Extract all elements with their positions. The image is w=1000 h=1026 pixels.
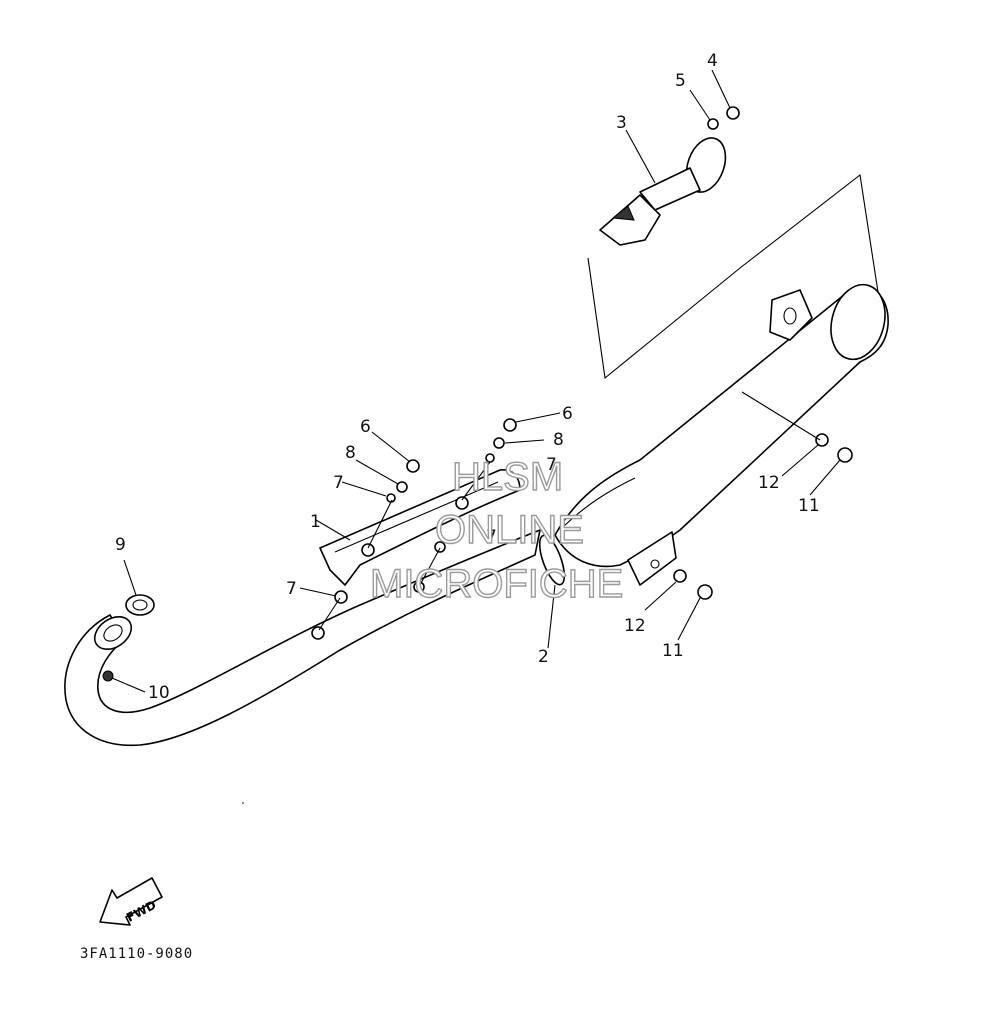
watermark-line1: HLSM [452, 455, 563, 499]
leader-lines [111, 69, 879, 693]
callout-10: 10 [148, 683, 170, 703]
callout-7b: 7 [546, 455, 557, 475]
callout-2: 2 [538, 647, 549, 667]
callout-3: 3 [616, 113, 627, 133]
fwd-arrow-icon: FWD [99, 877, 163, 926]
callout-labels: 1 2 3 4 5 6 6 7 7 7 7 8 8 9 10 11 11 12 … [115, 51, 820, 703]
callout-12b: 12 [624, 616, 646, 636]
diagram-code: 3FA1110-9080 [80, 946, 193, 962]
callout-6a: 6 [360, 417, 371, 437]
callout-7c: 7 [486, 527, 497, 547]
callout-5: 5 [675, 71, 686, 91]
callout-9: 9 [115, 535, 126, 555]
callout-8b: 8 [553, 430, 564, 450]
callout-6b: 6 [562, 404, 573, 424]
muffler [554, 283, 889, 586]
callout-7d: 7 [286, 579, 297, 599]
callout-1: 1 [310, 512, 321, 532]
callout-12a: 12 [758, 473, 780, 493]
callout-7a: 7 [333, 473, 344, 493]
fasteners [125, 106, 853, 640]
callout-11b: 11 [662, 641, 684, 661]
callout-11a: 11 [798, 496, 820, 516]
stray-dot [242, 802, 244, 804]
watermark-line3: MICROFICHE [370, 562, 623, 606]
watermark-line2: ONLINE [435, 508, 584, 552]
silencer-insert [599, 137, 727, 246]
watermark: HLSM ONLINE MICROFICHE [369, 454, 624, 606]
heat-protector [319, 469, 521, 586]
callout-8a: 8 [345, 443, 356, 463]
callout-4: 4 [707, 51, 718, 71]
